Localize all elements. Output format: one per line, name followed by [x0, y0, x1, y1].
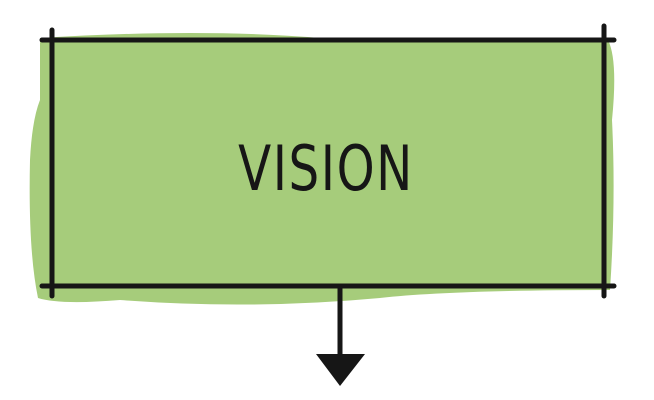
green-highlight-fill: [29, 33, 615, 305]
vision-label: VISION: [238, 133, 414, 205]
arrow-head-icon: [316, 354, 365, 386]
down-arrow: [316, 286, 365, 386]
vision-box: [39, 23, 617, 299]
